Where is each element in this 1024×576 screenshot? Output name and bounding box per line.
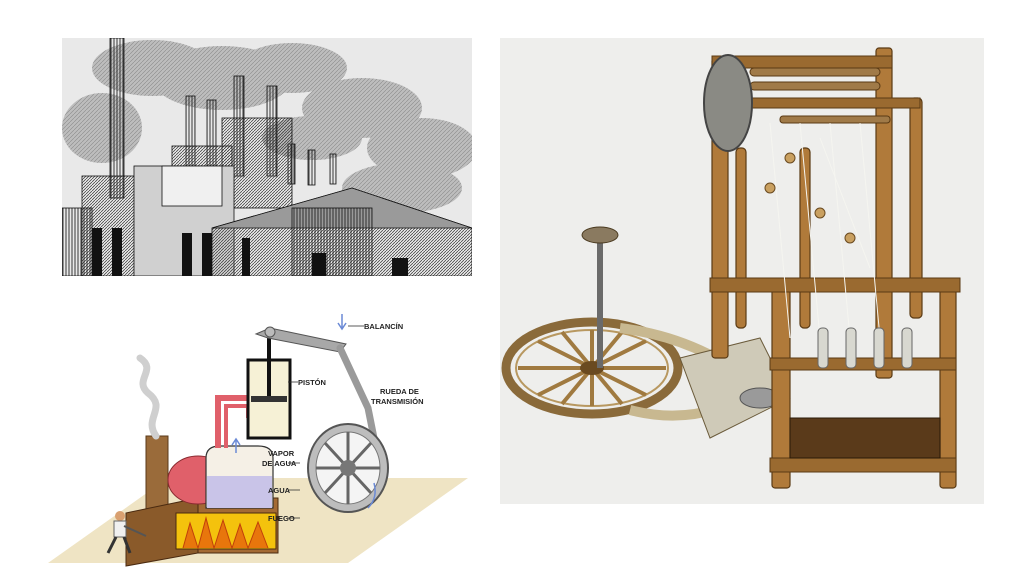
flywheel bbox=[307, 423, 389, 513]
steam-arrow-icon bbox=[231, 437, 241, 453]
down-arrow-icon bbox=[337, 314, 347, 331]
factory-engraving bbox=[62, 38, 472, 276]
piston bbox=[251, 396, 287, 402]
label-agua: AGUA bbox=[268, 486, 291, 495]
label-vapor-1: VAPOR bbox=[268, 449, 295, 458]
bobbins bbox=[764, 152, 856, 244]
label-rueda-1: RUEDA DE bbox=[380, 387, 419, 396]
steam-engine-diagram: BALANCÍN PISTÓN RUEDA DE TRANSMISIÓN VAP… bbox=[48, 308, 478, 570]
label-rueda-2: TRANSMISIÓN bbox=[371, 397, 424, 406]
threads bbox=[769, 122, 881, 339]
label-vapor-2: DE AGUA bbox=[262, 459, 297, 468]
spindles bbox=[817, 327, 913, 369]
label-piston: PISTÓN bbox=[298, 378, 326, 387]
chimney bbox=[145, 435, 169, 517]
flames bbox=[182, 516, 269, 550]
factory-buildings bbox=[62, 117, 472, 276]
smoke bbox=[136, 354, 160, 440]
factory-windows bbox=[92, 228, 408, 276]
stoker-figure bbox=[106, 511, 147, 554]
axle-cap bbox=[581, 226, 619, 244]
lower-box bbox=[789, 417, 941, 459]
drafting-rollers bbox=[749, 67, 891, 124]
label-fuego: FUEGO bbox=[268, 514, 295, 523]
top-beams bbox=[709, 55, 961, 473]
drive-wheel bbox=[501, 317, 683, 419]
rotation-arrow-icon bbox=[367, 482, 376, 509]
label-balancin: BALANCÍN bbox=[364, 322, 403, 331]
gear-disc bbox=[703, 54, 753, 152]
water bbox=[207, 476, 272, 508]
water-frame-illustration bbox=[500, 38, 984, 504]
